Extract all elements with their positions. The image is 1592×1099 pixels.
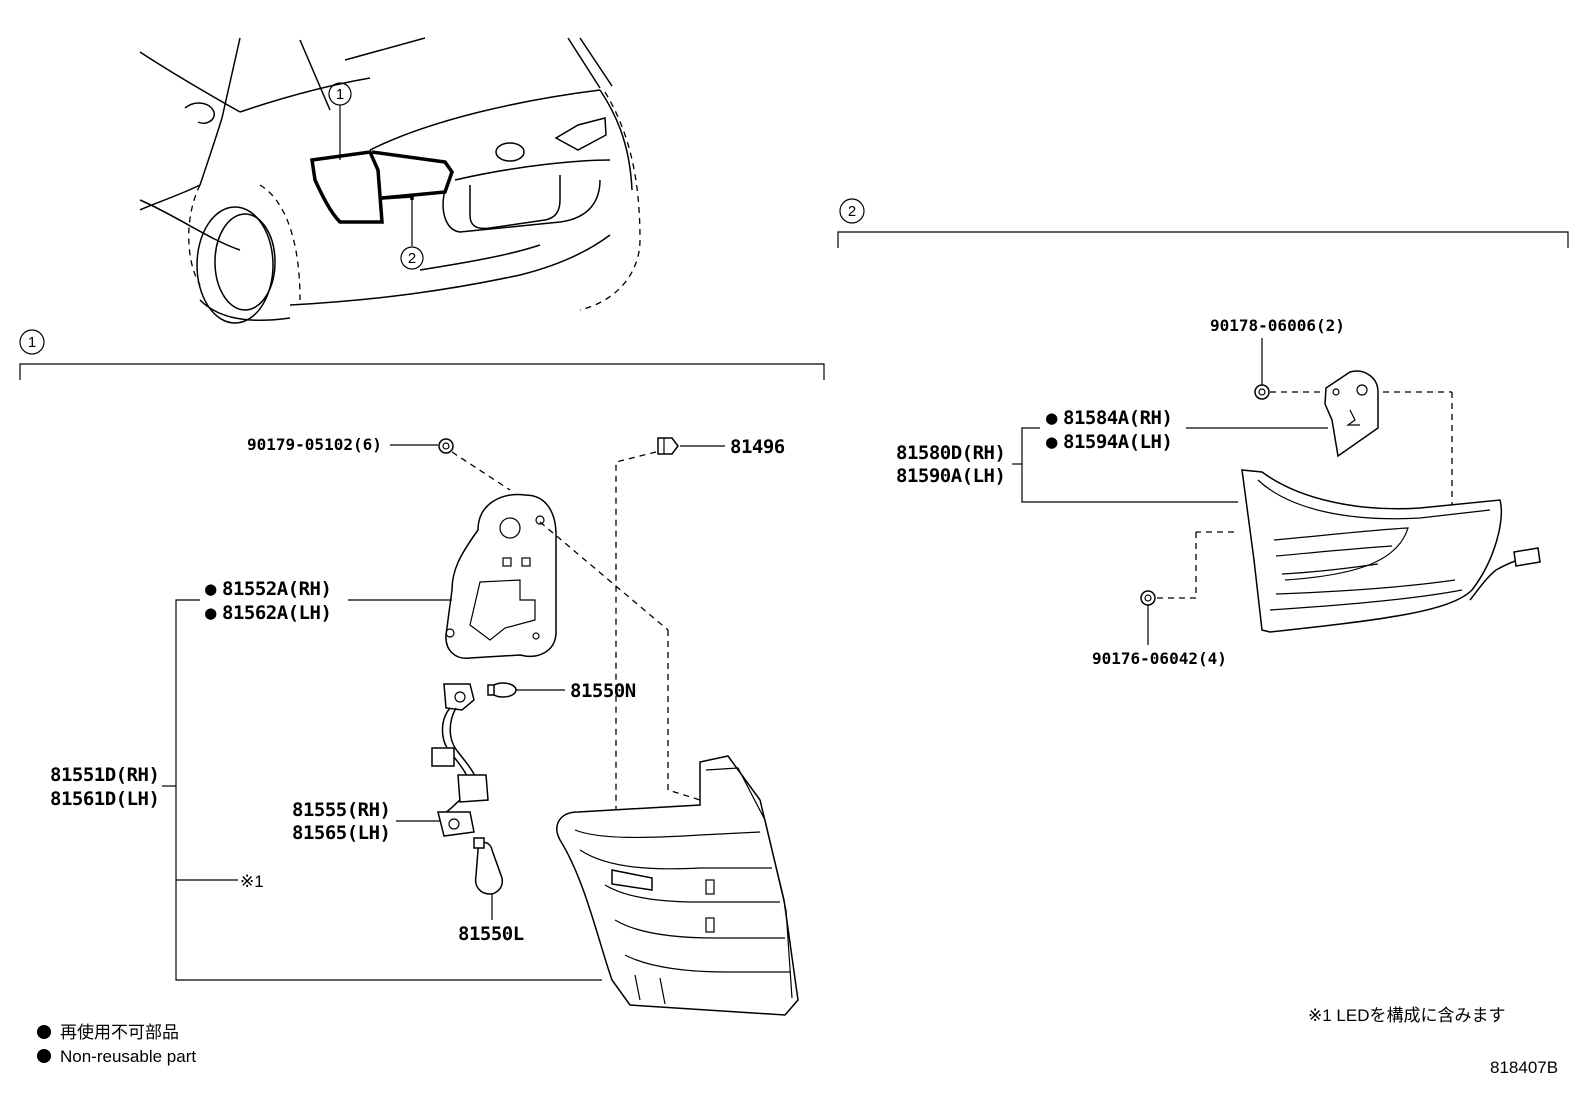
figure-id: 818407B (1490, 1058, 1558, 1077)
part-label-81594A-LH: 81594A(LH) (1063, 431, 1172, 453)
part-label-81550N: 81550N (570, 680, 636, 702)
outer-tail-lamp (556, 755, 799, 1016)
overview-callout-1: 1 (336, 86, 344, 103)
part-label-81562A-LH: 81562A(LH) (222, 602, 331, 624)
part-label-81496: 81496 (730, 436, 785, 458)
part-label-81590A-LH: 81590A(LH) (896, 465, 1005, 487)
large-bulb-icon (473, 837, 504, 895)
inner-tail-lamp (1241, 469, 1541, 633)
part-label-90176-06042: 90176-06042(4) (1092, 649, 1227, 668)
part-label-81555-RH: 81555(RH) (292, 799, 390, 821)
inner-gasket (1324, 370, 1379, 458)
clip-icon (657, 437, 679, 455)
non-reusable-bullet-4: ● (1046, 431, 1058, 453)
part-label-81565-LH: 81565(LH) (292, 822, 390, 844)
part-label-81561D-LH: 81561D(LH) (50, 788, 159, 810)
vehicle-overview: 1 2 (139, 37, 641, 324)
section-1-number: 1 (28, 334, 36, 351)
non-reusable-bullet-3: ● (1046, 407, 1058, 429)
section-1-parts: 90179-05102(6) 81496 ● 81552A(R (50, 435, 799, 1016)
part-label-81584A-RH: 81584A(RH) (1063, 407, 1172, 429)
legend-non-reusable-en: Non-reusable part (60, 1047, 196, 1066)
led-note: ※1 LEDを構成に含みます (1308, 1006, 1506, 1025)
nut-icon (1254, 384, 1270, 400)
legend-non-reusable-jp: 再使用不可部品 (60, 1022, 179, 1042)
part-label-81551D-RH: 81551D(RH) (50, 764, 159, 786)
section-2-number: 2 (848, 203, 856, 220)
screw-icon (438, 438, 454, 454)
section-1-header: 1 (19, 329, 825, 380)
part-label-81552A-RH: 81552A(RH) (222, 578, 331, 600)
overview-callout-2: 2 (408, 250, 416, 267)
part-label-90179-05102: 90179-05102(6) (247, 435, 382, 454)
legend: 再使用不可部品 Non-reusable part ※1 LEDを構成に含みます… (37, 1006, 1558, 1077)
gasket-plate (445, 493, 557, 659)
part-label-81550L: 81550L (458, 923, 524, 945)
non-reusable-bullet-2: ● (205, 602, 217, 624)
section-2-header: 2 (837, 198, 1569, 248)
screw-icon-2 (1140, 590, 1156, 606)
led-reference-mark: ※1 (240, 872, 264, 891)
part-label-90178-06006: 90178-06006(2) (1210, 316, 1345, 335)
part-label-81580D-RH: 81580D(RH) (896, 442, 1005, 464)
small-bulb-icon (487, 682, 517, 698)
non-reusable-bullet-1: ● (205, 578, 217, 600)
section-2-parts: 90178-06006(2) ● 81584A(RH) ● 81594A(LH)… (896, 316, 1541, 668)
socket-harness (431, 683, 489, 837)
